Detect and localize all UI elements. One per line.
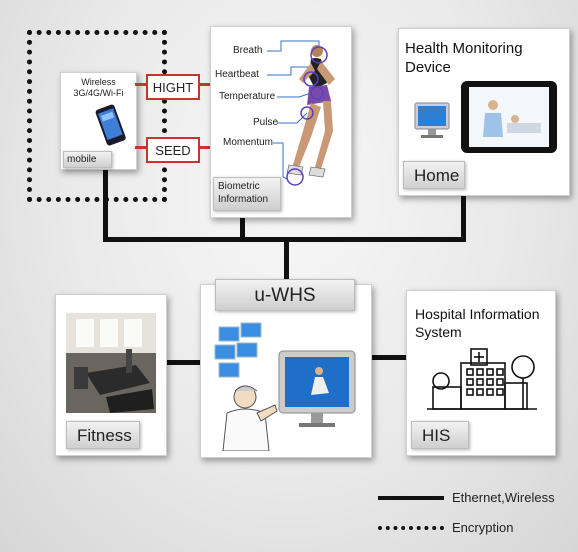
uwhs-monitoring-illustration bbox=[214, 322, 356, 451]
legend-solid-label: Ethernet,Wireless bbox=[452, 490, 555, 505]
fitness-gym-image bbox=[66, 313, 156, 413]
smartphone-icon bbox=[95, 104, 126, 146]
fitness-label: Fitness bbox=[66, 421, 140, 449]
seed-biometric-connector bbox=[198, 146, 210, 149]
runner-figure-icon bbox=[267, 40, 335, 186]
uwhs-card: u-WHS bbox=[200, 279, 372, 458]
biometric-pulse: Pulse bbox=[253, 117, 279, 128]
his-label: HIS bbox=[411, 421, 469, 449]
legend: Ethernet,Wireless Encryption bbox=[378, 486, 573, 542]
home-card: Health Monitoring Device Home bbox=[398, 28, 570, 196]
biometric-card: Breath Heartbeat Temperature Pulse Momen… bbox=[210, 26, 352, 218]
legend-dotted-label: Encryption bbox=[452, 520, 514, 535]
his-card: Hospital Information System HIS bbox=[406, 290, 556, 456]
home-title: Health Monitoring Device bbox=[405, 40, 523, 76]
hospital-building-icon bbox=[427, 348, 537, 410]
mobile-card: Wireless 3G/4G/Wi-Fi mobile bbox=[60, 72, 137, 170]
tablet-device-icon bbox=[461, 81, 557, 153]
bus-line-right-vertical bbox=[461, 195, 466, 241]
home-label: Home bbox=[403, 161, 465, 189]
seed-cipher-box: SEED bbox=[146, 137, 200, 163]
link-fitness-center bbox=[165, 360, 201, 365]
legend-solid-line bbox=[378, 496, 444, 500]
uwhs-title: u-WHS bbox=[215, 279, 355, 311]
biometric-breath: Breath bbox=[233, 45, 263, 56]
bus-line-biometric-vertical bbox=[240, 217, 245, 239]
mobile-seed-connector bbox=[135, 146, 146, 149]
link-center-his bbox=[370, 355, 406, 360]
encryption-dotted-frame bbox=[27, 30, 167, 202]
desktop-monitor-icon bbox=[414, 102, 450, 138]
biometric-temperature: Temperature bbox=[219, 91, 276, 102]
hight-biometric-connector bbox=[198, 83, 210, 86]
hight-cipher-box: HIGHT bbox=[146, 74, 200, 100]
mobile-hight-connector bbox=[135, 83, 146, 86]
mobile-network-text: Wireless 3G/4G/Wi-Fi bbox=[73, 77, 124, 98]
mobile-label: mobile bbox=[63, 151, 112, 168]
bus-line-center-drop bbox=[284, 240, 289, 280]
bus-line-left-vertical bbox=[103, 170, 108, 240]
bus-line-horizontal bbox=[103, 237, 466, 242]
biometric-caption: Biometric Information bbox=[213, 177, 281, 211]
legend-dotted-line bbox=[378, 526, 444, 530]
fitness-card: Fitness bbox=[55, 294, 167, 456]
biometric-heartbeat: Heartbeat bbox=[215, 69, 259, 80]
his-title: Hospital Information System bbox=[415, 306, 540, 340]
biometric-momentum: Momentum bbox=[223, 137, 274, 148]
